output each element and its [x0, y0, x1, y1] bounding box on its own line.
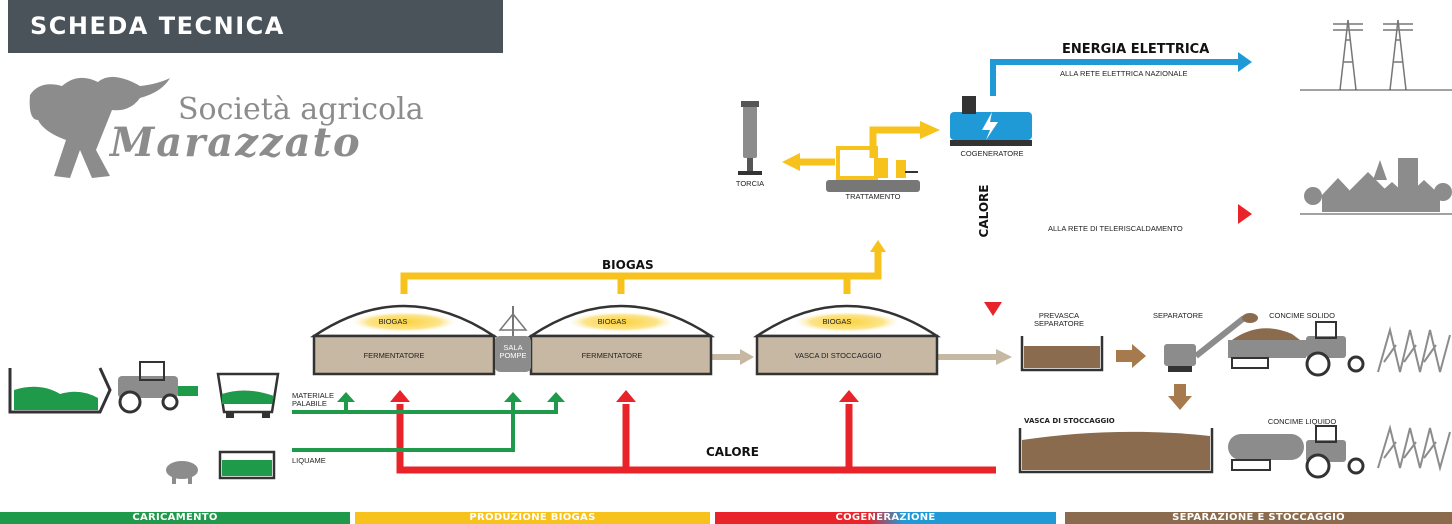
cogenerator-icon	[950, 96, 1032, 146]
pig-icon	[166, 461, 198, 484]
electricity-arrow	[1238, 52, 1252, 72]
digestate-arrow-1	[740, 349, 754, 365]
separator-icon	[1164, 313, 1258, 372]
solid-fertilizer-wagon-icon	[1228, 321, 1365, 377]
digestate-pipe-1	[712, 354, 742, 360]
marazzato-logo: Società agricola Marazzato	[29, 76, 424, 178]
digestate-arrow-2	[996, 349, 1012, 365]
biogas-flow-label: BIOGAS	[602, 258, 654, 272]
separator-label: SEPARATORE	[1152, 311, 1204, 320]
stage-loading: CARICAMENTO	[0, 512, 350, 524]
brown-arrow-down	[1168, 384, 1192, 410]
district-heat-arrow	[1238, 204, 1252, 224]
fermenter-2-icon	[526, 304, 716, 376]
torch-label: TORCIA	[735, 179, 765, 188]
energy-subtitle: ALLA RETE ELETTRICA NAZIONALE	[1060, 69, 1188, 78]
liquid-fertilizer-label: CONCIME LIQUIDO	[1267, 417, 1337, 426]
treatment-unit-icon	[826, 146, 920, 192]
crops-icon	[1377, 326, 1451, 472]
logo-line1: Società agricola	[178, 92, 424, 127]
logo-line2: Marazzato	[108, 119, 362, 166]
stage-biogas-production: PRODUZIONE BIOGAS	[355, 512, 710, 524]
solid-material-label: MATERIALE PALABILE	[292, 391, 334, 408]
fermenter-1-icon	[309, 304, 499, 376]
feed-arrow-1	[337, 392, 355, 402]
biogas-arrow-up	[870, 240, 886, 252]
heat-bottom-label: CALORE	[706, 445, 759, 459]
storage-gas-label: BIOGAS	[822, 317, 852, 326]
silage-bunker-icon	[8, 367, 112, 414]
feeder-hopper-icon	[216, 372, 280, 418]
energy-title: ENERGIA ELETTRICA	[1062, 42, 1210, 57]
heat-arrow-storage	[839, 390, 859, 402]
page-title: SCHEDA TECNICA	[8, 0, 503, 53]
tractor-loader-icon	[118, 361, 198, 414]
feed-arrow-3	[547, 392, 565, 402]
liquid-fertilizer-tanker-icon	[1228, 425, 1365, 479]
torch-icon	[738, 101, 762, 175]
feed-arrow-2	[504, 392, 522, 402]
biogas-pipes	[400, 126, 920, 294]
fermenter-1-label: FERMENTATORE	[363, 351, 425, 360]
biogas-arrow-left	[782, 153, 800, 171]
slurry-label: LIQUAME	[292, 456, 326, 465]
district-heat-label: ALLA RETE DI TELERISCALDAMENTO	[1048, 224, 1183, 233]
town-icon	[1300, 158, 1452, 215]
fermenter-2-label: FERMENTATORE	[581, 351, 643, 360]
heat-loop	[396, 404, 996, 474]
pump-room-label: SALA POMPE	[499, 343, 527, 360]
brown-arrow-right	[1116, 344, 1146, 368]
fermenter-2-gas-label: BIOGAS	[597, 317, 627, 326]
solid-fertilizer-label: CONCIME SOLIDO	[1269, 311, 1335, 320]
stage-cogeneration: COGENERAZIONE	[715, 512, 1056, 524]
electricity-pipe	[990, 59, 1240, 96]
pre-tank-label: PREVASCA SEPARATORE	[1033, 311, 1085, 328]
storage-tank-2-icon	[1018, 428, 1214, 474]
storage-tank-label: VASCA DI STOCCAGGIO	[794, 351, 882, 360]
heat-arrow-ferm2	[616, 390, 636, 402]
heat-arrow-ferm1	[390, 390, 410, 402]
lightning-icon	[982, 112, 998, 140]
fermenter-1-gas-label: BIOGAS	[378, 317, 408, 326]
storage-tank-2-label: VASCA DI STOCCAGGIO	[1024, 417, 1115, 425]
power-pylons-icon	[1300, 19, 1452, 91]
heat-down-arrow	[984, 302, 1002, 316]
pump-room-icon	[495, 306, 531, 372]
digestate-pipe-2	[938, 354, 998, 360]
stage-separation-storage: SEPARAZIONE E STOCCAGGIO	[1065, 512, 1452, 524]
heat-vertical-label: CALORE	[977, 184, 991, 238]
storage-tank-icon	[752, 304, 942, 376]
pre-tank-icon	[1020, 336, 1104, 372]
bull-icon	[29, 76, 170, 178]
slurry-tank-icon	[218, 450, 276, 480]
biogas-arrow-right	[920, 121, 940, 139]
treatment-label: TRATTAMENTO	[845, 192, 901, 201]
cogenerator-label: COGENERATORE	[960, 149, 1024, 158]
